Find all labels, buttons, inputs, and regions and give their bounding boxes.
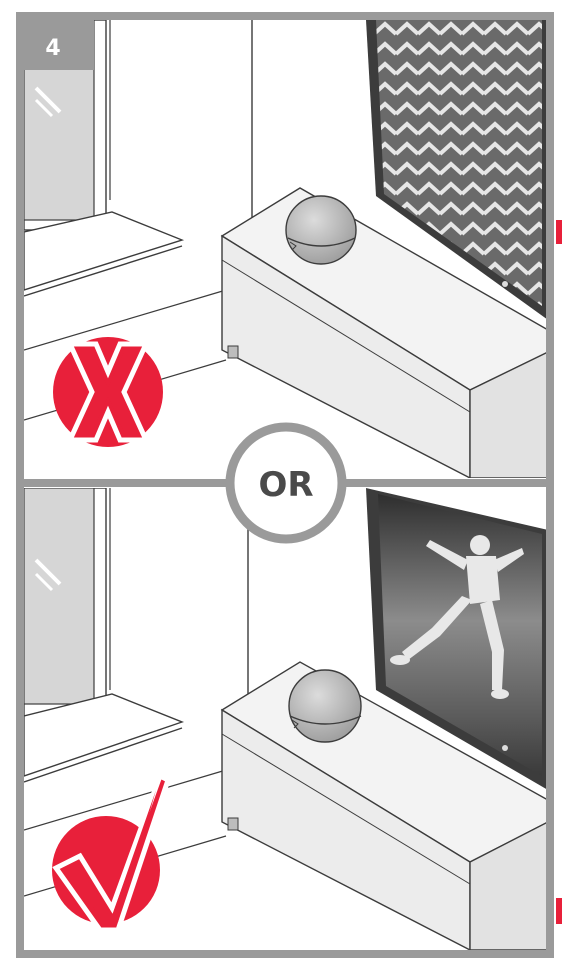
speaker-device <box>286 196 356 264</box>
speaker-device <box>289 670 361 742</box>
or-label: OR <box>258 465 313 505</box>
edge-marker <box>556 220 562 244</box>
cross-icon <box>53 337 163 447</box>
step-number: 4 <box>45 36 60 61</box>
or-divider: OR <box>230 427 342 539</box>
edge-marker <box>556 898 562 924</box>
step-badge: 4 <box>20 16 94 70</box>
